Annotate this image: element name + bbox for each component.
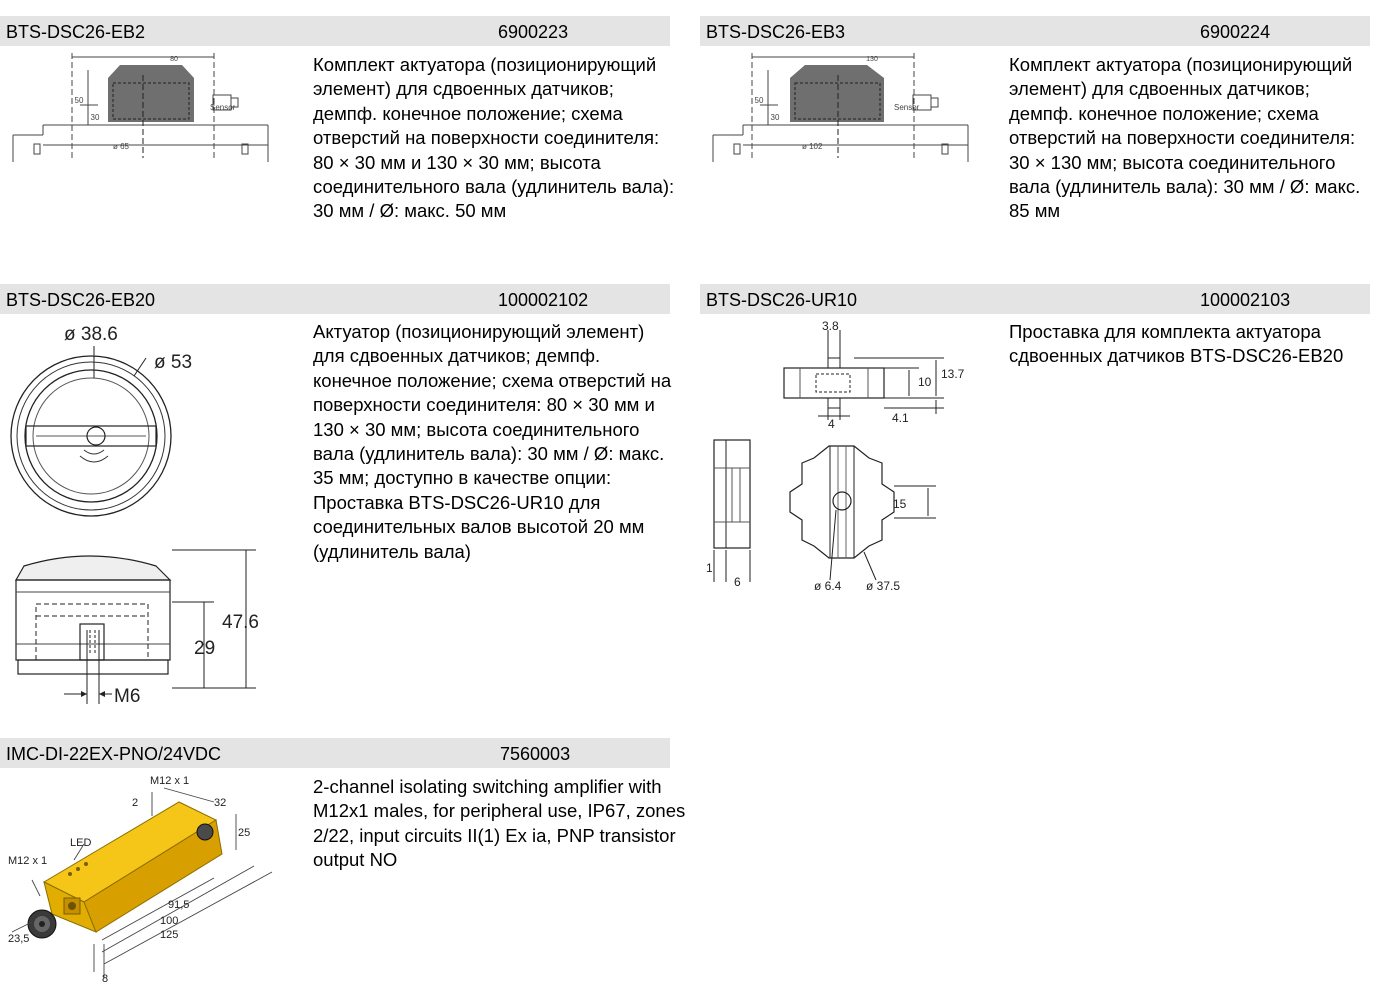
- dim-inner-diameter: ø 38.6: [64, 324, 118, 345]
- dim-bottom-width: 4: [828, 417, 835, 431]
- dim-height-inner: 30: [771, 113, 780, 122]
- product-code: 6900224: [1200, 22, 1271, 42]
- dim-height-inner: 30: [91, 113, 100, 122]
- product-name: BTS-DSC26-EB2: [6, 22, 146, 42]
- dim-hole-diameter: ø 6.4: [814, 579, 842, 593]
- dim-outer-diameter: ø 37.5: [866, 579, 900, 593]
- product-name: BTS-DSC26-EB3: [706, 22, 846, 42]
- dim-side-a: 1: [706, 561, 713, 575]
- product-description: Комплект актуатора (позиционирующий элем…: [313, 54, 675, 222]
- dim-2: 2: [132, 797, 138, 809]
- dim-diameter: ø 102: [802, 142, 823, 151]
- product-code: 6900223: [498, 22, 569, 42]
- product-header: BTS-DSC26-UR10 100002103: [700, 284, 1370, 314]
- dim-91-5: 91,5: [168, 899, 189, 911]
- dim-height-outer: 50: [75, 96, 84, 105]
- product-header: BTS-DSC26-EB2 6900223: [0, 16, 670, 46]
- product-name: IMC-DI-22EX-PNO/24VDC: [6, 744, 222, 764]
- product-header: IMC-DI-22EX-PNO/24VDC 7560003: [0, 738, 670, 768]
- sensor-label: Sensor: [894, 103, 920, 112]
- product-description: 2-channel isolating switching amplifier …: [313, 776, 686, 871]
- product-name: BTS-DSC26-EB20: [6, 290, 156, 310]
- product-name: BTS-DSC26-UR10: [706, 290, 858, 310]
- sensor-label: Sensor: [210, 103, 236, 112]
- dim-top-width: 3.8: [822, 319, 839, 333]
- product-card-imc: IMC-DI-22EX-PNO/24VDC 7560003: [0, 720, 685, 985]
- dim-15: 15: [893, 497, 907, 511]
- dim-height-outer: 50: [755, 96, 764, 105]
- dim-32: 32: [214, 797, 226, 809]
- product-card-eb3: BTS-DSC26-EB3 6900224 130 50 30 ø 102 Se…: [700, 0, 1381, 280]
- product-description: Актуатор (позиционирующий элемент) для с…: [313, 321, 672, 562]
- product-description: Проставка для комплекта актуатора сдвоен…: [1009, 321, 1344, 367]
- dim-h3: 4.1: [892, 411, 909, 425]
- dim-125: 125: [160, 929, 178, 941]
- product-header: BTS-DSC26-EB20 100002102: [0, 284, 670, 314]
- product-card-eb20: BTS-DSC26-EB20 100002102 ø 38.6 ø 53: [0, 280, 680, 720]
- dim-25: 25: [238, 827, 250, 839]
- product-card-eb2: BTS-DSC26-EB2 6900223 80 50 30 ø 65 Sens…: [0, 0, 680, 280]
- dim-width: 80: [170, 56, 178, 63]
- product-card-ur10: BTS-DSC26-UR10 100002103 3.8 10 13.7 4 4…: [700, 280, 1381, 600]
- dim-23-5: 23,5: [8, 933, 29, 945]
- product-header: BTS-DSC26-EB3 6900224: [700, 16, 1370, 46]
- dim-total-height: 47.6: [222, 612, 259, 633]
- conn-left-label: M12 x 1: [8, 855, 47, 867]
- led-label: LED: [70, 837, 91, 849]
- product-code: 100002103: [1200, 290, 1291, 310]
- dim-diameter: ø 65: [113, 142, 130, 151]
- dim-h2: 13.7: [941, 367, 965, 381]
- product-drawing: 130 50 30 ø 102 Sensor: [712, 53, 969, 162]
- product-description: Комплект актуатора (позиционирующий элем…: [1009, 54, 1361, 222]
- product-drawing: 80 50 30 ø 65 Sensor: [12, 53, 269, 162]
- dim-100: 100: [160, 915, 178, 927]
- dim-8: 8: [102, 973, 108, 984]
- dim-inner-height: 29: [194, 638, 215, 659]
- dim-h1: 10: [918, 375, 932, 389]
- product-drawing: 3.8 10 13.7 4 4.1 1 6 15 ø 6.4 ø 37.5: [706, 319, 965, 593]
- conn-top-label: M12 x 1: [150, 775, 189, 787]
- product-drawing: ø 38.6 ø 53 47.6 29 M6: [10, 324, 259, 707]
- product-code: 7560003: [500, 744, 571, 764]
- dim-width: 130: [866, 56, 878, 63]
- product-drawing: M12 x 1 2 32 25 LED M12 x 1 91,5 100 125…: [8, 775, 273, 984]
- dim-outer-diameter: ø 53: [154, 352, 192, 373]
- dim-side-b: 6: [734, 575, 741, 589]
- dim-thread: M6: [114, 686, 140, 707]
- product-code: 100002102: [498, 290, 589, 310]
